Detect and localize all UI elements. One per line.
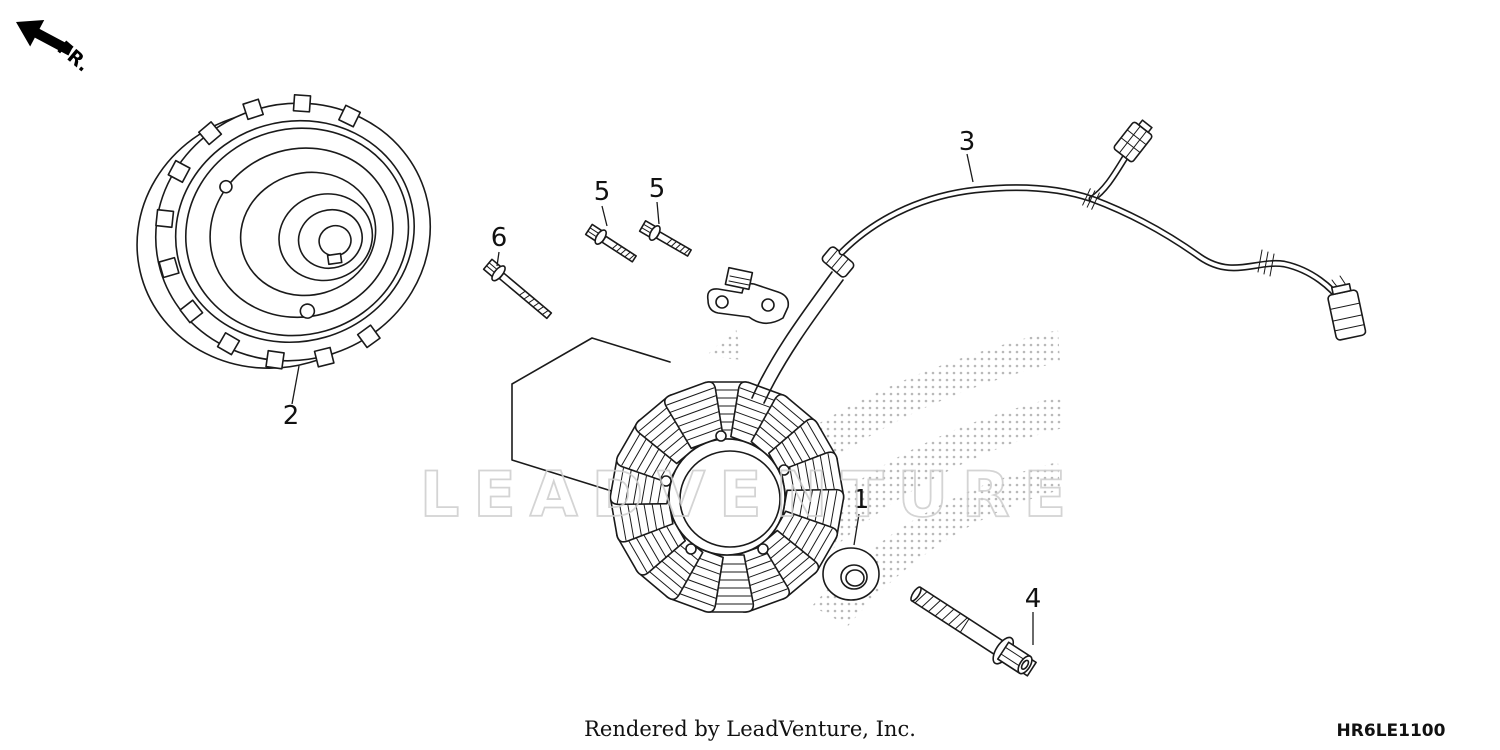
callout-leaders [291,153,1034,645]
bolt-upper-left [583,221,640,267]
stator [608,379,846,615]
callout-bolt-upper-right[interactable]: 5 [649,174,666,204]
fr-arrow-icon [16,20,74,56]
callout-bolt-upper-left[interactable]: 5 [594,177,611,207]
flywheel-keyway [326,252,343,266]
callout-washer[interactable]: 1 [853,485,870,515]
watermark-text: LEADVENTURE [420,458,1080,531]
harness-grommet [821,246,855,278]
diagram-code: HR6LE1100 [1337,721,1446,741]
bolt-upper-right [637,218,695,261]
flywheel-rim-notches [155,93,381,370]
callout-bolt-long[interactable]: 6 [491,223,508,253]
harness-wrap-marks [1257,249,1275,277]
flange-bolt [910,586,1037,677]
harness-tape-marks [1082,188,1100,210]
harness-connector-small [1113,119,1153,163]
bolt-long [482,258,553,320]
harness-clamp [706,266,790,325]
rendered-by-credit: Rendered by LeadVenture, Inc. [584,717,916,741]
wire-harness [751,119,1367,404]
harness-connector-large [1327,283,1367,341]
fr-direction-marker: FR. [16,20,94,76]
stator-base-outline [511,337,671,494]
callout-flange-bolt[interactable]: 4 [1025,584,1042,614]
callout-harness[interactable]: 3 [959,127,976,157]
flywheel [136,93,432,370]
callout-flywheel[interactable]: 2 [283,401,300,431]
washer [822,547,880,601]
